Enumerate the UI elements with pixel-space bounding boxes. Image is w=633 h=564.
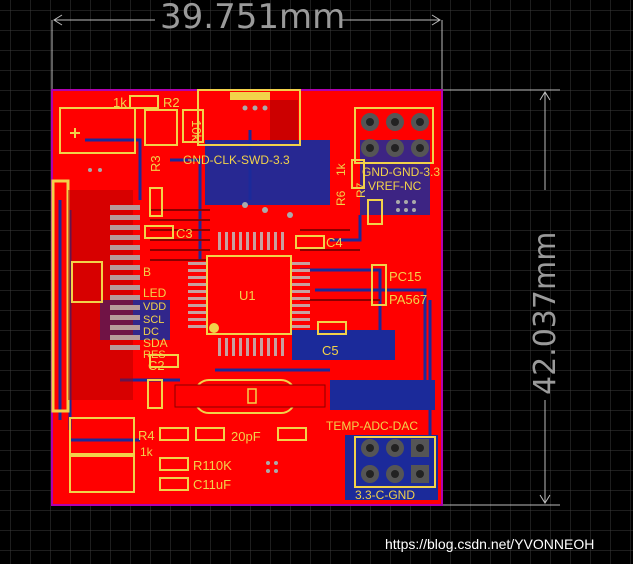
label-r110k: R110K (193, 458, 232, 473)
label-10k: 10k (189, 120, 204, 141)
pin-header-top-right (354, 107, 434, 164)
label-r2: R2 (163, 95, 180, 110)
label-temp-adc-dac: TEMP-ADC-DAC (326, 419, 418, 433)
label-r3: R3 (148, 155, 163, 172)
label-u1: U1 (239, 288, 256, 303)
label-20pf: 20pF (231, 429, 261, 444)
vias (88, 105, 416, 473)
label-vref-nc: VREF-NC (368, 179, 422, 193)
label-gnd-gnd-3.3: GND-GND-3.3 (362, 165, 440, 179)
width-dimension: 39.751mm (51, 0, 443, 92)
crystal (174, 379, 326, 414)
label-b: B (143, 265, 151, 279)
height-dimension: 42.037mm (442, 89, 563, 506)
label-scl: SCL (143, 314, 164, 326)
label-r6-val: 1k (334, 162, 348, 176)
label-res: RES (143, 349, 166, 361)
watermark: https://blog.csdn.net/YVONNEOH (385, 536, 595, 552)
label-c4: C4 (326, 235, 343, 250)
height-dimension-label: 42.037mm (528, 232, 563, 395)
label-pc15: PC15 (389, 269, 422, 284)
label-c2: C2 (148, 358, 165, 373)
label-1k-top: 1k (113, 95, 127, 110)
fpc-connector (51, 179, 140, 413)
label-r7: R7 (354, 182, 368, 198)
label-led: LED (143, 286, 167, 300)
label-c5: C5 (322, 343, 339, 358)
label-r6: R6 (334, 190, 348, 206)
label-r4: R4 (138, 428, 155, 443)
label-3.3-c-gnd: 3.3-C-GND (355, 488, 415, 502)
label-r4-val: 1k (140, 445, 154, 459)
label-c1-1uf: C11uF (193, 477, 231, 492)
width-dimension-label: 39.751mm (160, 0, 345, 37)
pin-header-bottom-right (354, 436, 436, 488)
label-pa567: PA567 (389, 292, 427, 307)
label-vdd: VDD (143, 301, 166, 313)
label-sda: SDA (143, 336, 168, 350)
silkscreen-labels: 1k R2 10k R3 GND-CLK-SWD-3.3 R6 1k R7 GN… (113, 95, 440, 502)
label-swd-header: GND-CLK-SWD-3.3 (183, 153, 290, 167)
label-c3: C3 (176, 226, 193, 241)
passives (59, 95, 387, 493)
label-dc: DC (143, 326, 159, 338)
plus-marker (70, 128, 80, 138)
swd-header (197, 89, 301, 146)
mcu-u1[interactable] (188, 232, 310, 356)
